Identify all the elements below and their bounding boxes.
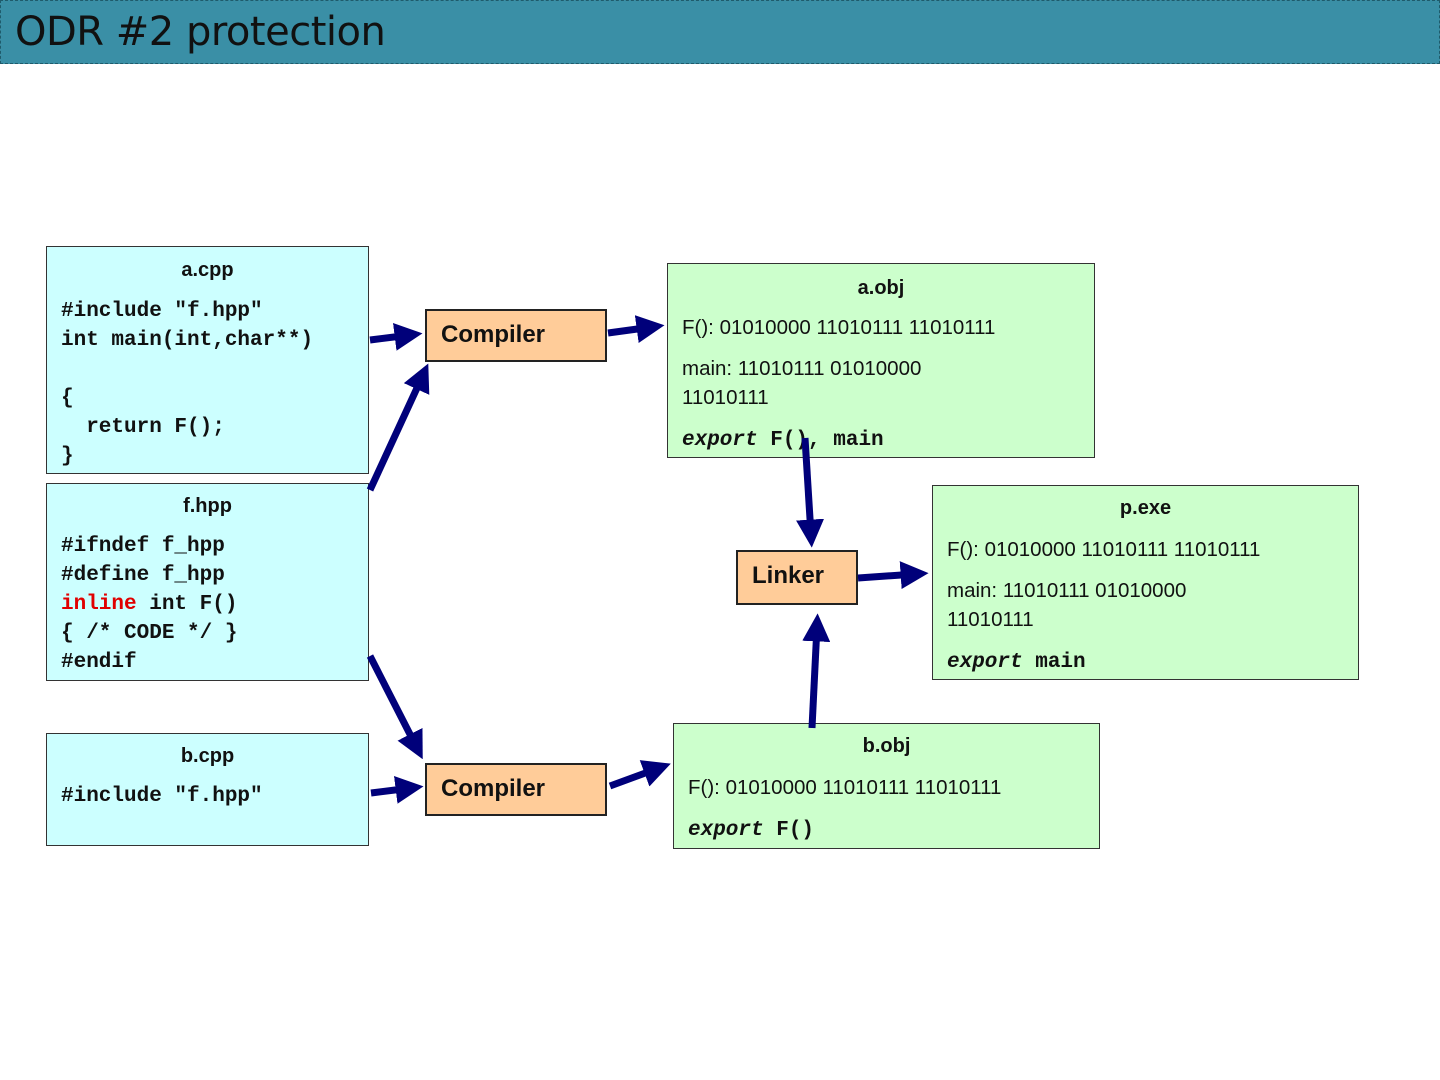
inline-keyword: inline <box>61 593 137 616</box>
p-exe-title: p.exe <box>1119 497 1172 519</box>
f-hpp-line: #ifndef f_hpp <box>61 535 225 558</box>
export-keyword: export <box>947 651 1023 674</box>
slide-header: ODR #2 protection <box>0 0 1440 64</box>
a-cpp-line: int main(int,char**) <box>61 329 314 352</box>
b-obj-box: b.obj F(): 01010000 11010111 11010111 ex… <box>673 723 1100 849</box>
p-exe-export-line: export main <box>947 646 1348 677</box>
compiler-bottom-box: Compiler <box>425 763 607 816</box>
compiler-bottom-label: Compiler <box>441 775 546 802</box>
a-cpp-code: #include "f.hpp" int main(int,char**) { … <box>61 297 313 471</box>
b-cpp-box: b.cpp #include "f.hpp" <box>46 733 369 846</box>
compiler-top-label: Compiler <box>441 321 546 348</box>
a-cpp-line: { <box>61 387 74 410</box>
a-obj-box: a.obj F(): 01010000 11010111 11010111 ma… <box>667 263 1095 458</box>
export-symbols: main <box>1022 651 1086 674</box>
a-cpp-box: a.cpp #include "f.hpp" int main(int,char… <box>46 246 369 474</box>
f-hpp-title: f.hpp <box>183 495 232 517</box>
p-exe-f-line: F(): 01010000 11010111 11010111 <box>947 538 1261 561</box>
f-hpp-line: #define f_hpp <box>61 564 225 587</box>
b-obj-title: b.obj <box>862 735 911 757</box>
f-hpp-box: f.hpp #ifndef f_hpp #define f_hpp inline… <box>46 483 369 681</box>
f-hpp-line: int F() <box>136 593 238 616</box>
a-obj-f-line: F(): 01010000 11010111 11010111 <box>682 316 996 339</box>
compiler-top-box: Compiler <box>425 309 607 362</box>
f-hpp-code: #ifndef f_hpp #define f_hpp inline int F… <box>61 532 237 677</box>
export-keyword: export <box>682 429 758 452</box>
linker-box: Linker <box>736 550 858 605</box>
a-cpp-line: } <box>61 445 74 468</box>
a-obj-title: a.obj <box>857 277 905 299</box>
b-cpp-title: b.cpp <box>180 745 235 767</box>
export-symbols: F(), main <box>757 429 884 452</box>
arrow-acpp-to-compiler <box>369 323 423 351</box>
arrow-compiler-to-aobj <box>607 315 665 343</box>
arrow-bobj-to-linker <box>802 613 831 729</box>
slide-title: ODR #2 protection <box>15 9 386 55</box>
a-obj-export-line: export F(), main <box>682 424 1084 455</box>
a-cpp-title: a.cpp <box>181 259 234 281</box>
a-obj-main-line: main: 11010111 01010000 11010111 <box>682 357 922 409</box>
p-exe-box: p.exe F(): 01010000 11010111 11010111 ma… <box>932 485 1359 680</box>
f-hpp-line: #endif <box>61 651 137 674</box>
export-keyword: export <box>688 819 764 842</box>
p-exe-main-line: main: 11010111 01010000 11010111 <box>947 579 1187 631</box>
b-obj-f-line: F(): 01010000 11010111 11010111 <box>688 776 1002 799</box>
b-obj-export-line: export F() <box>688 814 1089 845</box>
a-cpp-line: #include "f.hpp" <box>61 300 263 323</box>
a-cpp-line: return F(); <box>61 416 225 439</box>
b-cpp-line: #include "f.hpp" <box>61 785 263 808</box>
arrow-compiler-to-bobj <box>608 760 671 790</box>
arrow-fhpp-to-compiler-top <box>366 363 430 492</box>
b-cpp-code: #include "f.hpp" <box>61 782 263 811</box>
linker-label: Linker <box>752 562 825 589</box>
arrow-fhpp-to-compiler-bottom <box>366 654 423 760</box>
export-symbols: F() <box>763 819 815 842</box>
arrow-linker-to-pexe <box>857 561 929 590</box>
arrow-bcpp-to-compiler <box>370 776 424 804</box>
f-hpp-line: { /* CODE */ } <box>61 622 238 645</box>
